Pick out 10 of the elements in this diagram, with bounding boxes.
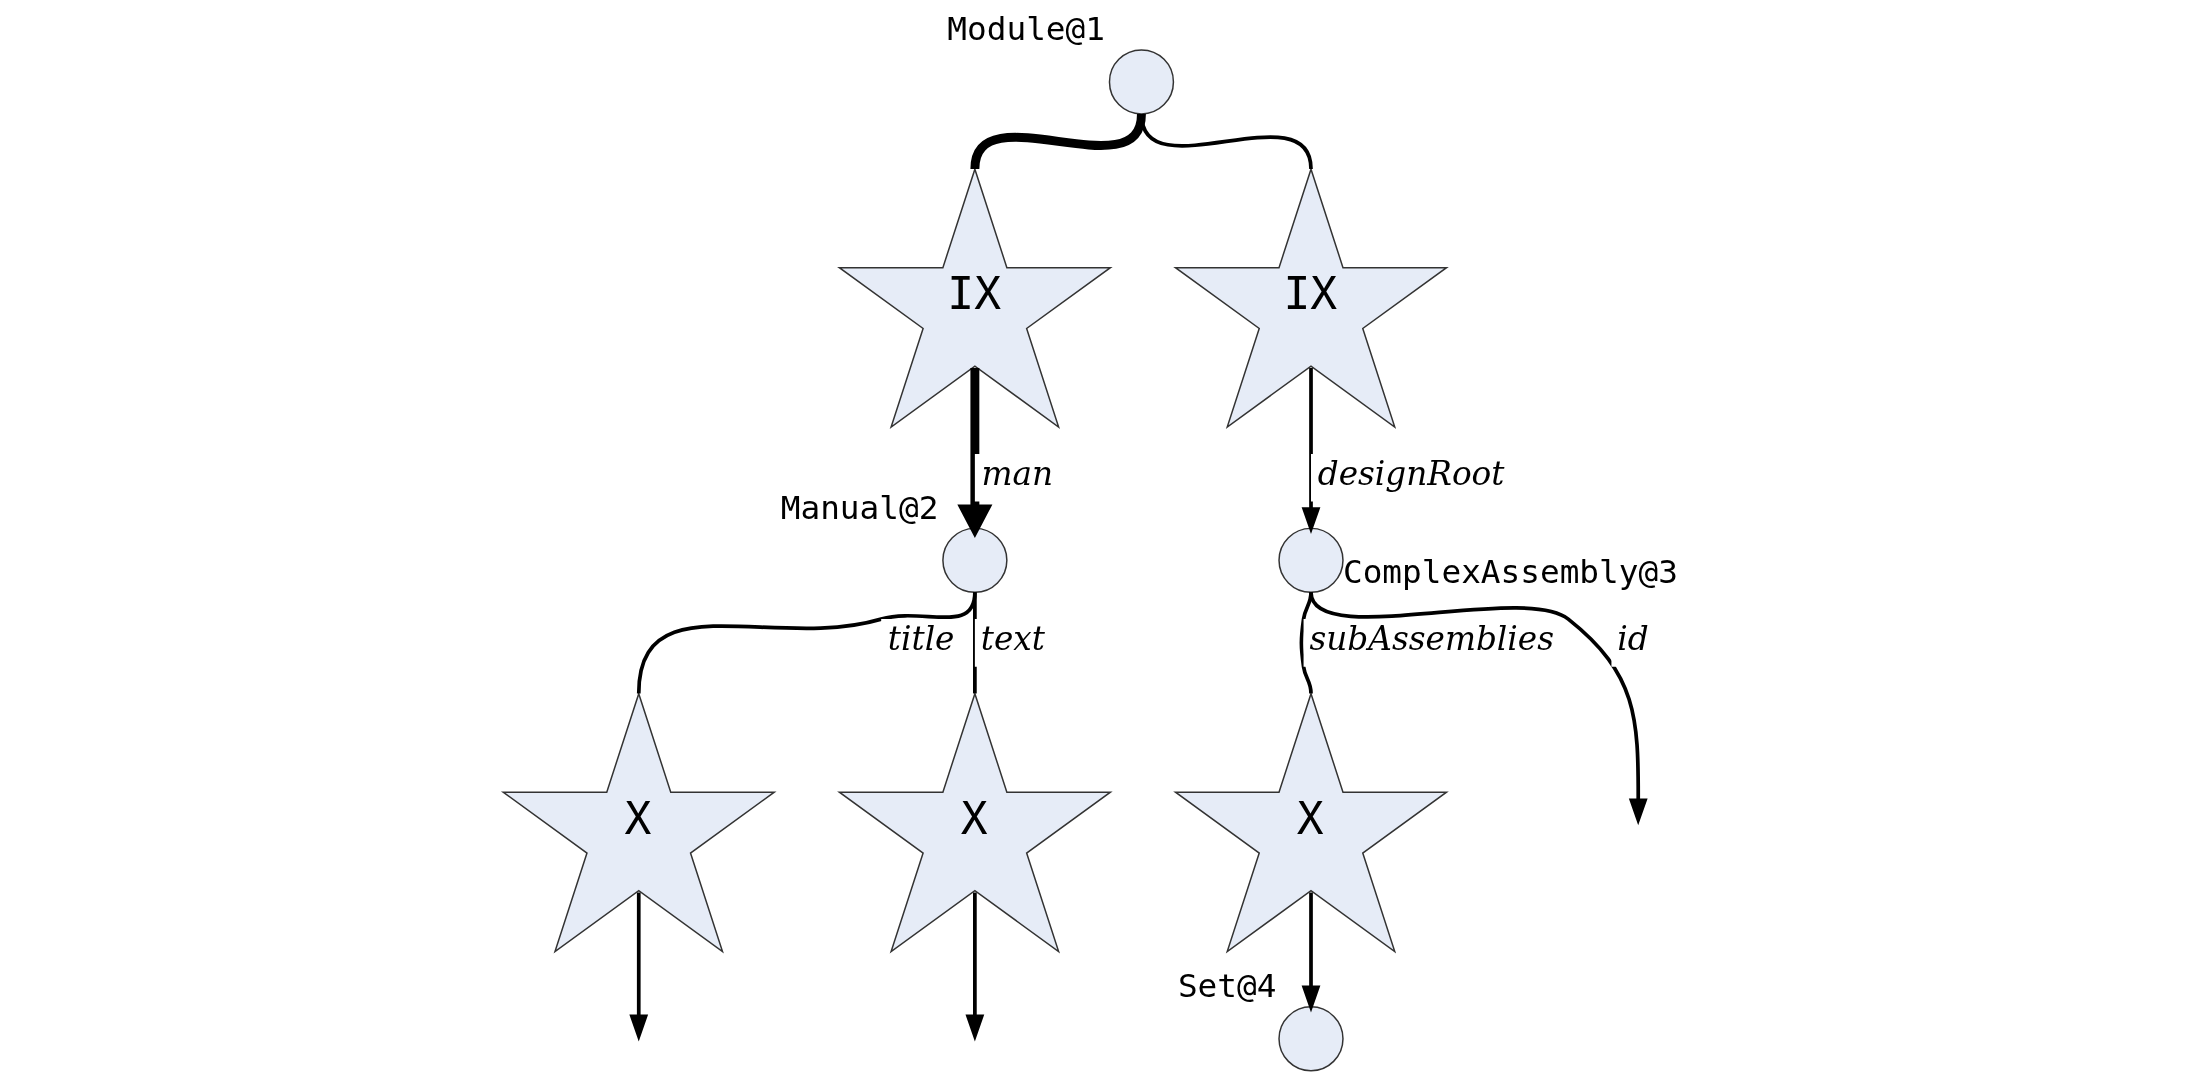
edge-label: text: [980, 619, 1045, 658]
node-label: Manual@2: [780, 488, 938, 527]
edge-label: id: [1616, 619, 1649, 658]
edge-label: designRoot: [1317, 454, 1504, 493]
edge-label: man: [981, 454, 1053, 493]
node-label: ComplexAssembly@3: [1342, 552, 1678, 591]
edge-label: title: [887, 619, 954, 658]
edge-label: subAssemblies: [1309, 619, 1554, 658]
node-label: Module@1: [946, 10, 1105, 49]
node-label: Set@4: [1177, 967, 1276, 1006]
